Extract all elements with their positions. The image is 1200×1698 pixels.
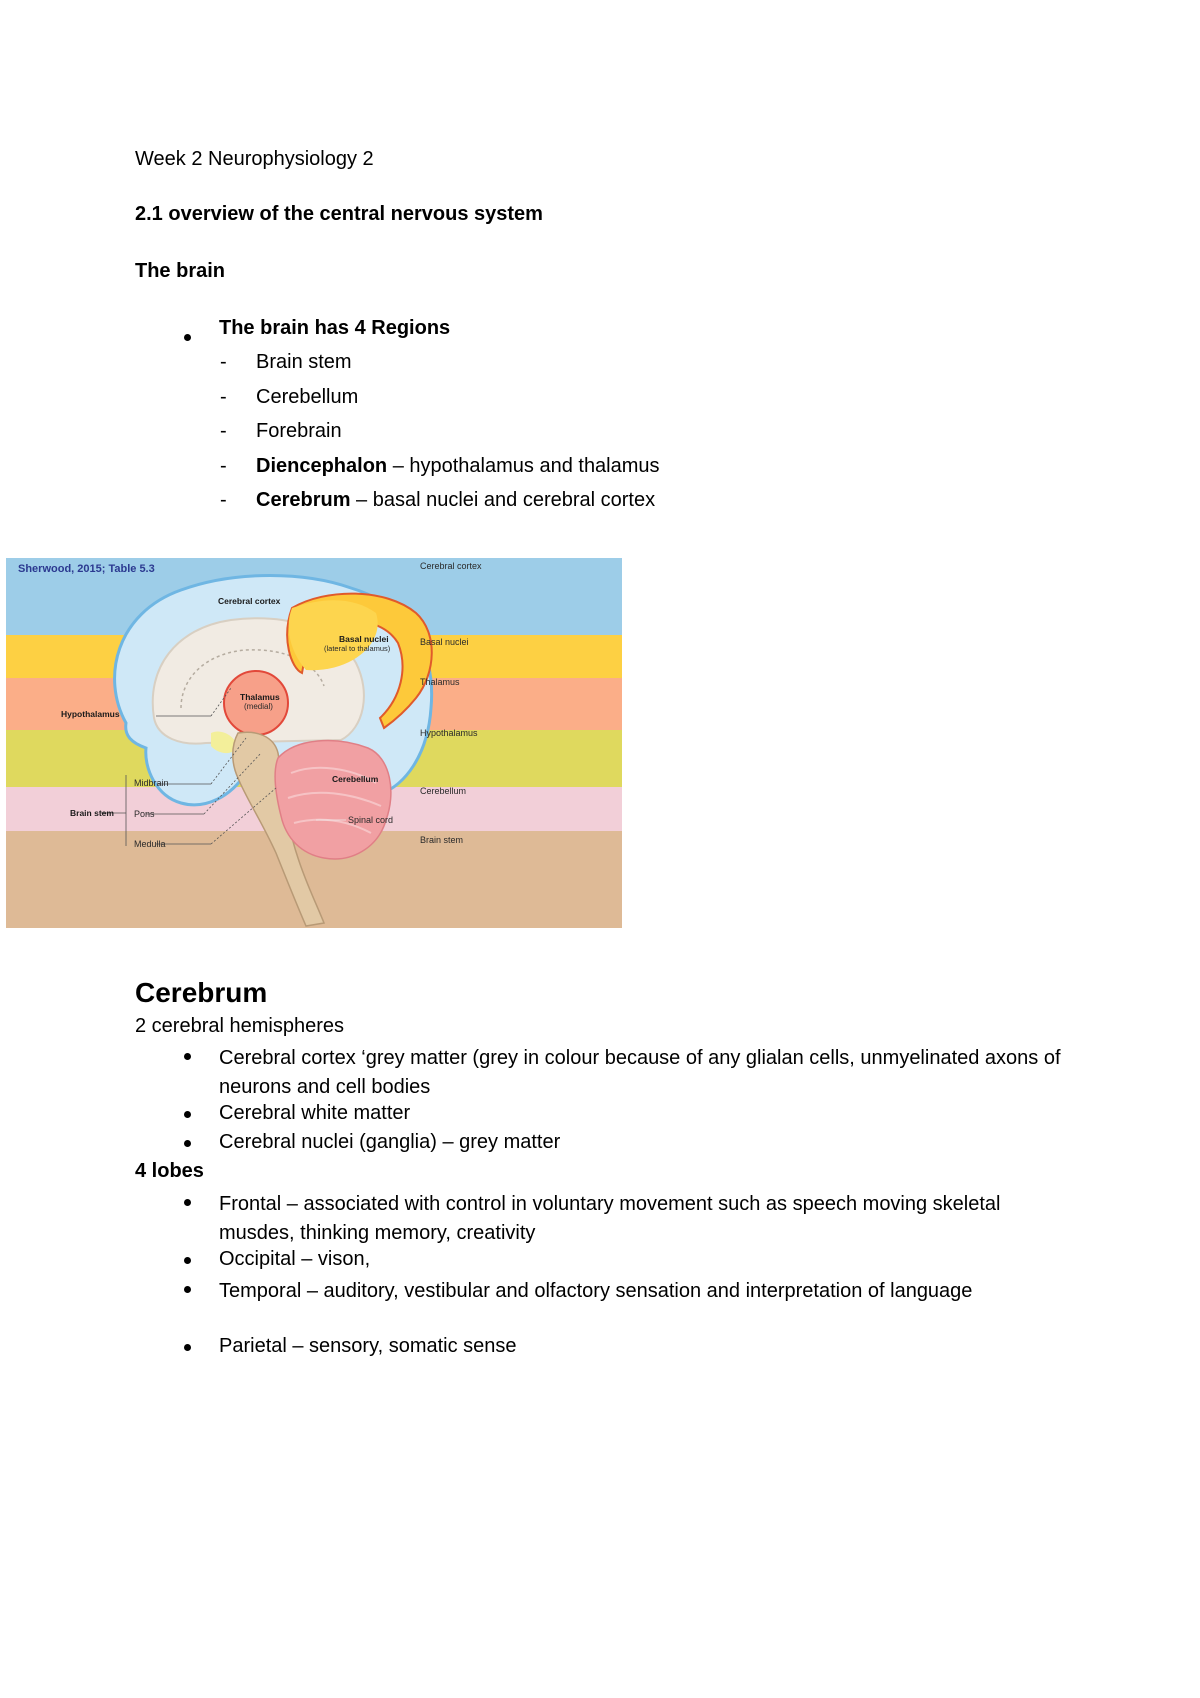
region-item-cerebrum: Cerebrum – basal nuclei and cerebral cor… [256, 489, 655, 512]
cerebrum-intro: 2 cerebral hemispheres [135, 1015, 344, 1037]
lobe-item-frontal: Frontal – associated with control in vol… [219, 1193, 1001, 1244]
label-pons: Pons [134, 809, 155, 819]
region-item-text: Brain stem [256, 351, 352, 373]
dash-icon: - [220, 420, 227, 442]
band-label-basal-nuclei: Basal nuclei [420, 637, 469, 647]
figure-citation: Sherwood, 2015; Table 5.3 [18, 563, 155, 575]
band-label-cerebellum: Cerebellum [420, 786, 467, 796]
region-item-bold: Diencephalon [256, 455, 388, 477]
band-label-thalamus: Thalamus [420, 677, 460, 687]
cerebrum-item-cortex: Cerebral cortex ‘grey matter (grey in co… [219, 1047, 1061, 1098]
label-basal-nuclei: Basal nuclei [339, 634, 389, 644]
bullet-icon [184, 334, 191, 341]
region-item-forebrain: Forebrain [256, 420, 342, 443]
dash-icon: - [220, 489, 227, 511]
region-item-cerebellum: Cerebellum [256, 386, 358, 409]
brain-regions-figure: Sherwood, 2015; Table 5.3 Cerebral corte… [6, 558, 622, 928]
band-label-brain-stem: Brain stem [420, 835, 464, 845]
dash-icon: - [220, 455, 227, 477]
bullet-icon [184, 1199, 191, 1206]
subheading-the-brain: The brain [135, 260, 226, 282]
bullet-icon [184, 1140, 191, 1147]
lobes-heading: 4 lobes [135, 1160, 204, 1182]
label-cerebellum: Cerebellum [332, 774, 379, 784]
cerebrum-item-white-matter: Cerebral white matter [219, 1102, 411, 1124]
label-basal-nuclei-sub: (lateral to thalamus) [324, 644, 391, 653]
bullet-icon [184, 1344, 191, 1351]
region-item-text: Cerebellum [256, 386, 359, 408]
section-heading: 2.1 overview of the central nervous syst… [135, 203, 543, 225]
region-item-text: Forebrain [256, 420, 342, 442]
label-cerebral-cortex: Cerebral cortex [218, 596, 281, 606]
label-thalamus: Thalamus [240, 692, 280, 702]
band-label-hypothalamus: Hypothalamus [420, 728, 478, 738]
label-brain-stem: Brain stem [70, 808, 114, 818]
label-hypothalamus: Hypothalamus [61, 709, 120, 719]
band-label-cerebral-cortex: Cerebral cortex [420, 561, 482, 571]
bullet-icon [184, 1111, 191, 1118]
dash-icon: - [220, 351, 227, 373]
document-title: Week 2 Neurophysiology 2 [135, 148, 374, 170]
cerebrum-heading: Cerebrum [135, 977, 268, 1008]
region-item-bold: Cerebrum [256, 489, 351, 511]
cerebrum-item-nuclei: Cerebral nuclei (ganglia) – grey matter [219, 1131, 561, 1153]
lobe-item-temporal: Temporal – auditory, vestibular and olfa… [219, 1280, 973, 1302]
dash-icon: - [220, 386, 227, 408]
region-item-text: – basal nuclei and cerebral cortex [350, 489, 656, 511]
lobe-item-parietal: Parietal – sensory, somatic sense [219, 1335, 517, 1357]
lobe-item-occipital: Occipital – vison, [219, 1248, 371, 1270]
bullet-icon [184, 1053, 191, 1060]
label-medulla: Medulla [134, 839, 166, 849]
label-spinal-cord: Spinal cord [348, 815, 394, 825]
brain-illustration [101, 574, 434, 927]
label-thalamus-sub: (medial) [244, 702, 273, 711]
regions-bullet: The brain has 4 Regions [219, 317, 451, 339]
region-item-diencephalon: Diencephalon – hypothalamus and thalamus [256, 455, 660, 478]
bullet-icon [184, 1286, 191, 1293]
region-item-brain-stem: Brain stem [256, 351, 352, 374]
label-midbrain: Midbrain [134, 778, 169, 788]
region-item-text: – hypothalamus and thalamus [387, 455, 660, 477]
bullet-icon [184, 1257, 191, 1264]
